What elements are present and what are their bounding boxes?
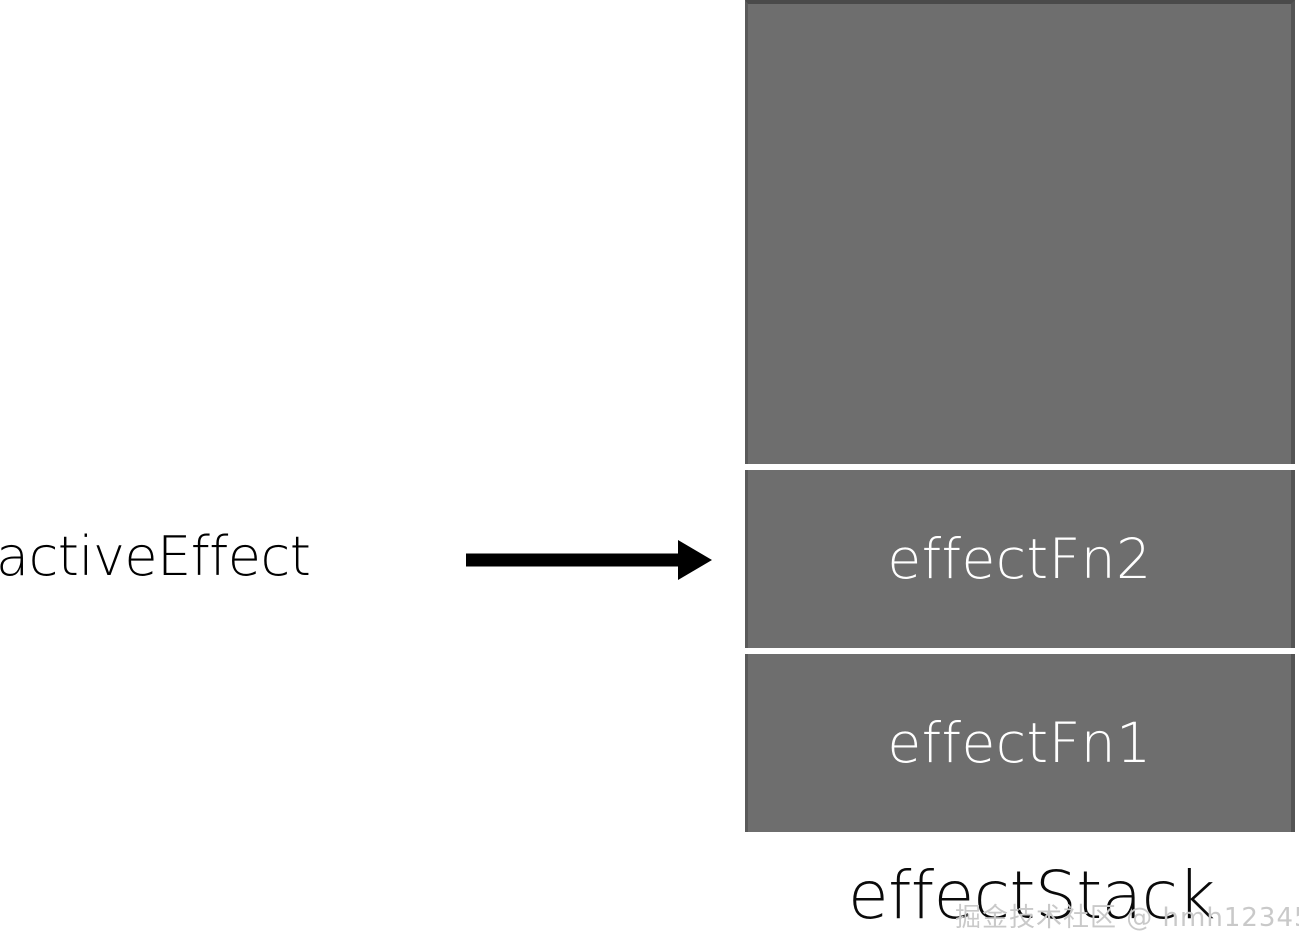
effect-stack-caption: effectStack [848, 857, 1216, 934]
arrow-right-icon [466, 540, 712, 580]
stack-slot-effect-fn1-label: effectFn1 [887, 710, 1152, 775]
stack-slot-effect-fn2-label: effectFn2 [887, 526, 1152, 591]
effect-stack: effectFn2 effectFn1 [745, 0, 1295, 832]
active-effect-label: activeEffect [0, 525, 311, 588]
stack-slot-effect-fn1: effectFn1 [745, 654, 1295, 832]
stack-slot-effect-fn2: effectFn2 [745, 470, 1295, 648]
stack-slot-empty [745, 0, 1295, 464]
